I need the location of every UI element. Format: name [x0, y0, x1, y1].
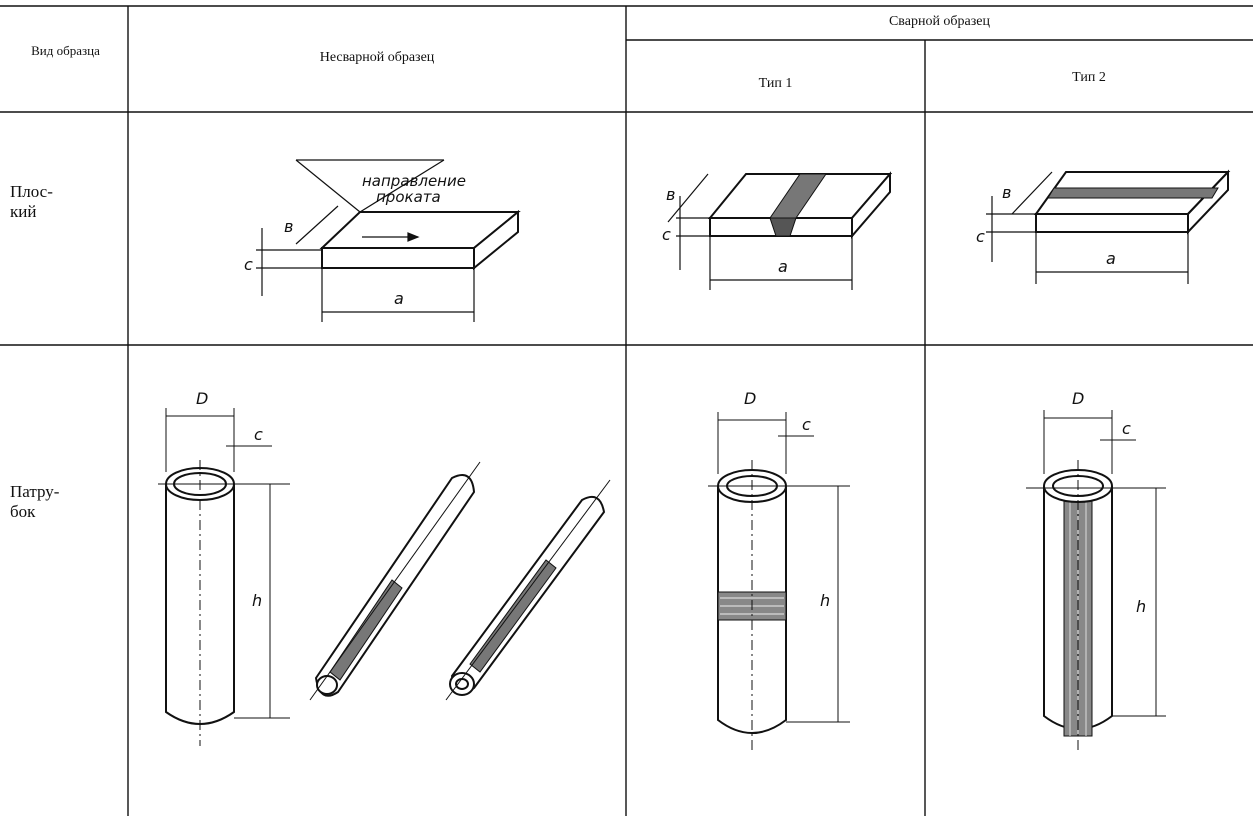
rolling-direction-label-2: проката [376, 188, 441, 206]
pipe-unwelded-dim-c: c [254, 425, 263, 444]
row-label-flat: Плос- кий [10, 182, 53, 221]
pipe-type2-dim-h: h [1136, 597, 1146, 616]
header-view-label: Вид образца [31, 43, 100, 58]
flat-type1-dim-c: c [662, 225, 671, 244]
row-label-pipe: Патру- бок [10, 482, 60, 521]
flat-unwelded-dim-a: a [394, 289, 404, 308]
pipe-unwelded-dim-h: h [252, 591, 262, 610]
flat-unwelded-dim-c: c [244, 255, 253, 274]
pipe-unwelded-dim-D: D [196, 389, 208, 408]
header-unwelded: Несварной образец [319, 50, 435, 65]
pipe-type2-dim-c: c [1122, 419, 1131, 438]
header-view: Вид образца [18, 43, 113, 59]
flat-type1-dim-a: a [778, 257, 788, 276]
header-welded: Сварной образец [888, 14, 991, 29]
flat-type2-dim-a: a [1106, 249, 1116, 268]
rolling-direction-label-1: направление [362, 172, 466, 190]
flat-type2-dim-c: c [976, 227, 985, 246]
pipe-type1-dim-D: D [744, 389, 756, 408]
flat-unwelded-dim-b: в [284, 217, 293, 236]
pipe-type1-dim-h: h [820, 591, 830, 610]
pipe-type2-dim-D: D [1072, 389, 1084, 408]
flat-type2-dim-b: в [1002, 183, 1011, 202]
pipe-type1-dim-c: c [802, 415, 811, 434]
header-type1: Тип 1 [758, 76, 793, 91]
flat-type1-dim-b: в [666, 185, 675, 204]
header-type2: Тип 2 [1072, 70, 1106, 85]
